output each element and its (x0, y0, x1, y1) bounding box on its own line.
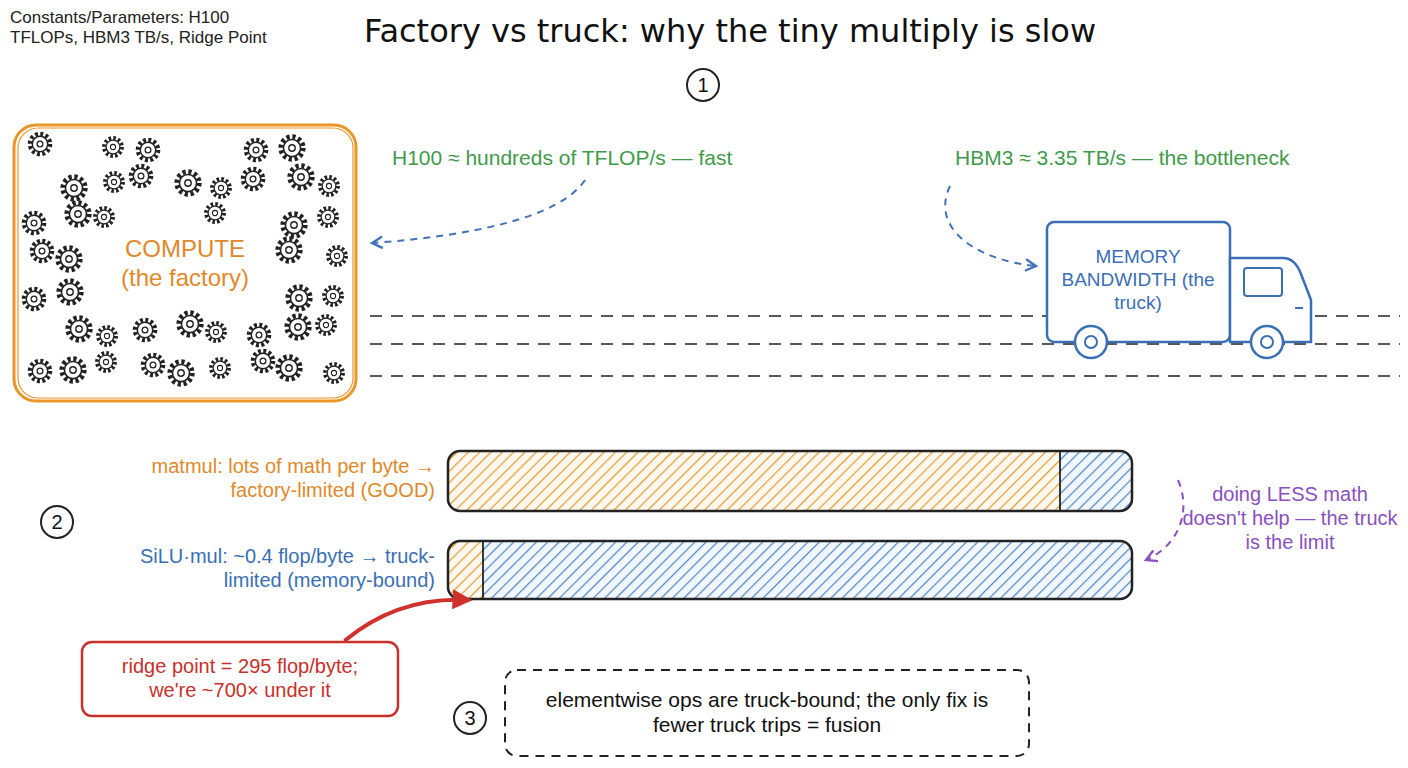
gear-icon (98, 327, 116, 345)
gear-icon (138, 140, 158, 160)
truck-wheel (1075, 326, 1107, 358)
annotation-text: doing LESS math doesn't help — the truck… (1180, 482, 1400, 554)
memory-share (483, 541, 1132, 599)
gear-icon (288, 287, 311, 310)
gear-icon (325, 364, 343, 382)
gear-icon (328, 247, 346, 265)
gear-icon (32, 241, 52, 261)
truck-body (1047, 222, 1230, 342)
bar-outline (448, 541, 1132, 599)
gear-icon (206, 204, 224, 222)
bar-outline (448, 451, 1132, 511)
gear-icon (246, 140, 266, 160)
node-text: elementwise ops are truck-bound; the onl… (523, 687, 1011, 737)
gear-icon (97, 353, 115, 371)
leader-arrow (1146, 480, 1183, 560)
node-text: ridge point = 295 flop/byte; we're ~700×… (100, 654, 380, 702)
leader-arrow (945, 186, 1036, 266)
gear-icon (283, 214, 306, 237)
bar-fill (448, 541, 1132, 599)
node-text: COMPUTE (the factory) (110, 235, 260, 293)
compute-share (448, 451, 1060, 511)
gear-icon (131, 166, 151, 186)
conclusion-box: elementwise ops are truck-bound; the onl… (503, 668, 1031, 758)
node-text: matmul: lots of math per byte → factory-… (135, 454, 435, 502)
gear-icon (324, 287, 342, 305)
parameter-note: Constants/Parameters: H100 TFLOPs, HBM3 … (10, 8, 295, 49)
node-shape (447, 450, 1133, 512)
gear-icon (317, 316, 335, 334)
node-text: MEMORY BANDWIDTH (the truck) (1058, 246, 1218, 314)
memory-truck: MEMORY BANDWIDTH (the truck) (1045, 218, 1315, 363)
annotation-text: H100 ≈ hundreds of TFLOP/s — fast (392, 145, 832, 170)
truck-wheel (1251, 326, 1283, 358)
ridge-callout-box: ridge point = 295 flop/byte; we're ~700×… (80, 640, 400, 718)
node-shape (1045, 218, 1315, 363)
truck-window (1244, 268, 1282, 296)
node-shape (447, 540, 1133, 600)
gear-icon (290, 166, 313, 189)
gear-icon (243, 169, 263, 189)
gear-icon (281, 137, 304, 160)
truck-handle (1295, 307, 1303, 309)
gear-icon (95, 208, 113, 226)
gear-icon (249, 325, 269, 345)
compute-factory: COMPUTE (the factory) (12, 123, 358, 403)
gear-icon (104, 138, 122, 156)
callout-number: 2 (40, 505, 74, 539)
gear-icon (177, 172, 200, 195)
node-shape (12, 123, 358, 403)
gear-icon (287, 316, 310, 339)
gear-icon (278, 357, 301, 380)
dashed-outline (505, 670, 1029, 756)
gear-icon (62, 359, 85, 382)
truck-hub (1085, 336, 1097, 348)
leader-arrow (372, 180, 585, 243)
node-text: SiLU·mul: ~0.4 flop/byte → truck-limited… (105, 544, 435, 592)
callout-number: 3 (453, 701, 487, 735)
gear-icon (30, 134, 50, 154)
gear-icon (135, 320, 155, 340)
time-bar: SiLU·mul: ~0.4 flop/byte → truck-limited… (447, 540, 1133, 600)
road-line (370, 375, 1400, 377)
connector-arrow (346, 600, 468, 640)
gear-icon (105, 173, 123, 191)
gear-icon (68, 318, 91, 341)
annotation-text: HBM3 ≈ 3.35 TB/s — the bottleneck (955, 145, 1400, 170)
factory-outline (14, 125, 356, 401)
node-shape (503, 668, 1031, 758)
gear-icon (170, 362, 193, 385)
gear-icon (143, 355, 163, 375)
gear-icon (67, 203, 90, 226)
truck-hub (1261, 336, 1273, 348)
gear-icon (212, 179, 230, 197)
compute-share (448, 541, 483, 599)
diagram-title: Factory vs truck: why the tiny multiply … (360, 12, 1100, 50)
gear-icon (30, 361, 50, 381)
gear-icon (63, 177, 86, 200)
gear-icon (179, 313, 202, 336)
bar-fill (448, 451, 1132, 511)
gear-icon (24, 289, 44, 309)
gear-icon (278, 239, 301, 262)
bar-divider (482, 540, 484, 600)
callout-outline (82, 642, 398, 716)
bar-divider (1059, 450, 1061, 512)
time-bar: matmul: lots of math per byte → factory-… (447, 450, 1133, 512)
gear-icon (59, 281, 82, 304)
gear-icon (211, 359, 229, 377)
gear-icon (320, 177, 338, 195)
memory-share (1060, 451, 1132, 511)
gear-icon (58, 248, 81, 271)
gear-icon (319, 208, 337, 226)
factory-outline (18, 128, 353, 398)
gear-icon (253, 351, 273, 371)
callout-number: 1 (686, 68, 720, 102)
road-line (370, 343, 1400, 345)
gear-icon (24, 213, 44, 233)
gear-icon (207, 323, 225, 341)
